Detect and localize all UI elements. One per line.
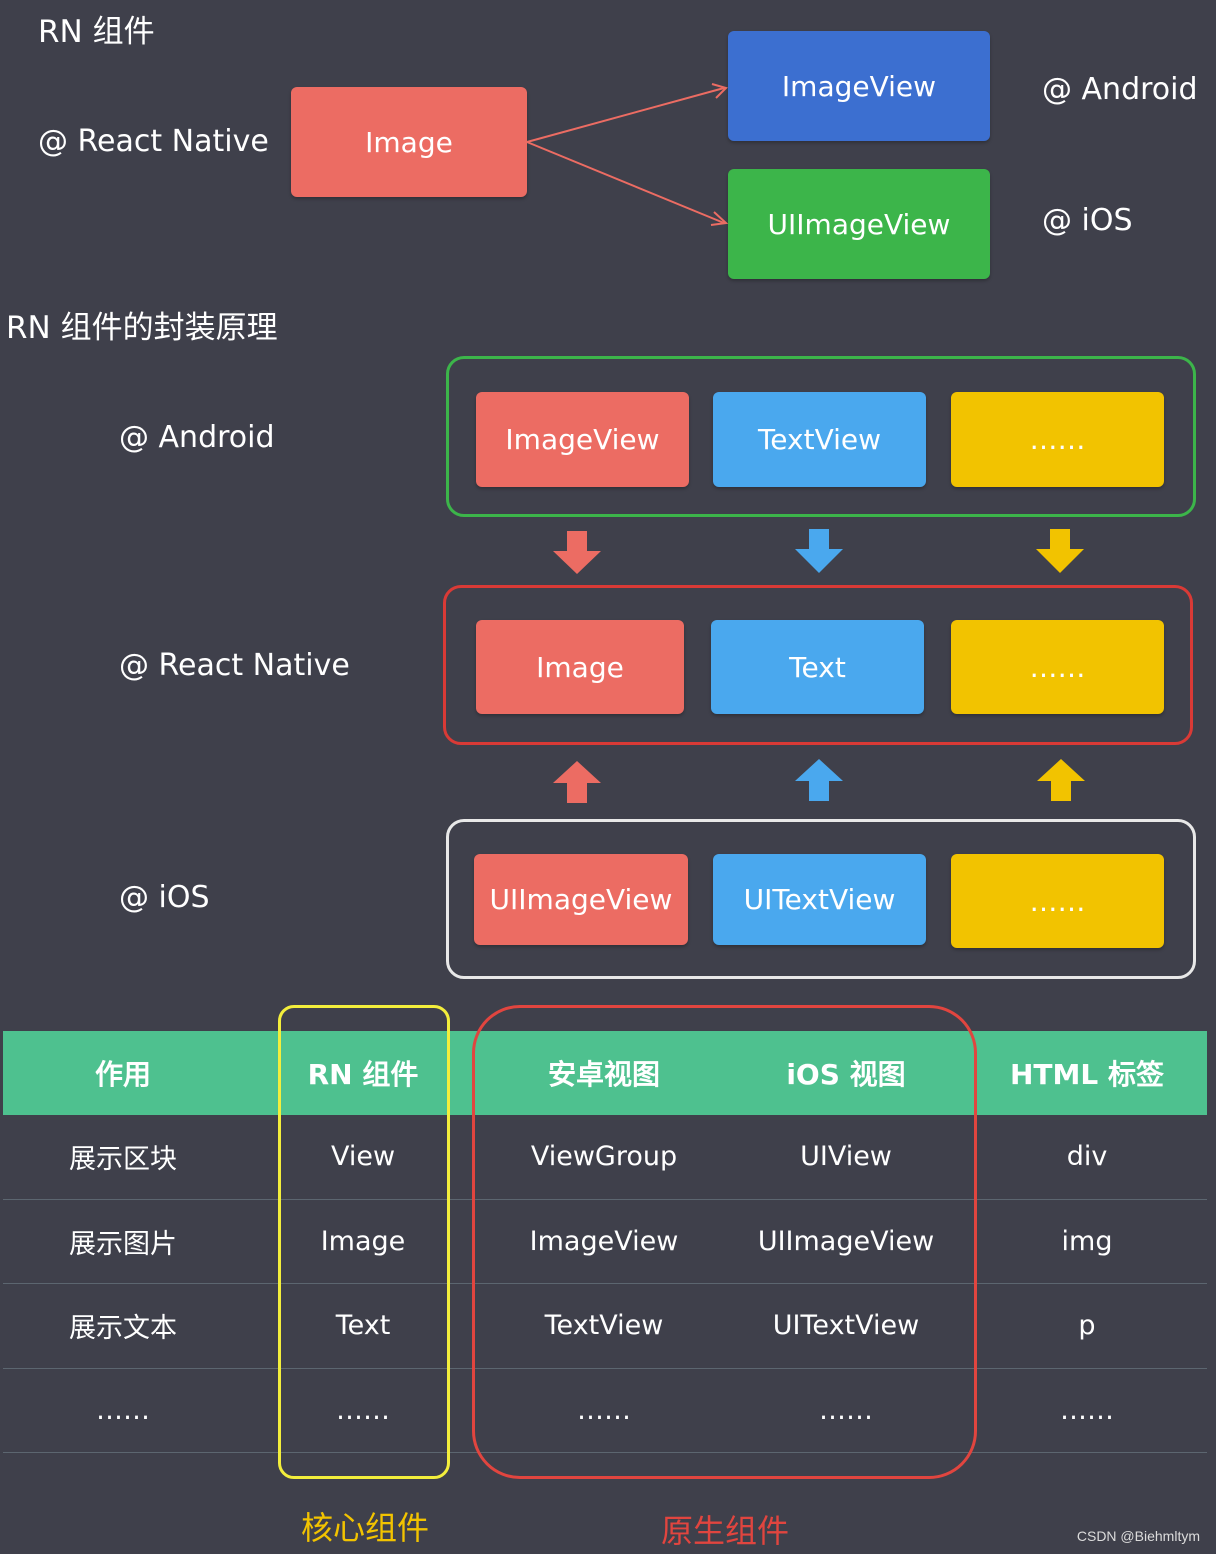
table-row: 展示图片 Image ImageView UIImageView img bbox=[3, 1200, 1207, 1284]
section1-android-label: @ Android bbox=[1042, 72, 1198, 107]
header-android-view: 安卓视图 bbox=[547, 1058, 660, 1091]
section1-ios-label: @ iOS bbox=[1042, 203, 1133, 238]
ios-more: …… bbox=[951, 854, 1164, 948]
table-cell: div bbox=[1066, 1141, 1108, 1173]
table-cell: p bbox=[1078, 1310, 1096, 1342]
section1-connector-arrows bbox=[526, 83, 729, 226]
ios-uiimageview-box: UIImageView bbox=[728, 169, 990, 279]
header-rn-component: RN 组件 bbox=[307, 1058, 419, 1091]
rn-image: Image bbox=[476, 620, 684, 714]
table-cell: Image bbox=[320, 1225, 406, 1257]
down-arrow-more bbox=[1036, 529, 1084, 573]
table-cell: TextView bbox=[544, 1310, 664, 1342]
arrow-to-ios bbox=[526, 141, 725, 224]
section1-rn-label: @ React Native bbox=[38, 124, 269, 159]
table-cell: UITextView bbox=[772, 1310, 920, 1342]
watermark: CSDN @Biehmltym bbox=[1076, 1528, 1200, 1544]
up-arrow-text bbox=[795, 759, 843, 801]
section2-ios-label: @ iOS bbox=[119, 880, 210, 915]
table-header-row: 作用 RN 组件 安卓视图 iOS 视图 HTML 标签 bbox=[3, 1031, 1207, 1115]
rn-more: …… bbox=[951, 620, 1164, 714]
table-cell: img bbox=[1061, 1225, 1113, 1257]
down-arrow-text bbox=[795, 529, 843, 573]
section2-rn-label: @ React Native bbox=[119, 648, 350, 683]
table-cell: 展示图片 bbox=[69, 1228, 177, 1260]
table-cell: …… bbox=[96, 1394, 150, 1426]
mapping-arrows bbox=[553, 529, 1085, 803]
ios-group-frame bbox=[446, 819, 1196, 979]
android-more: …… bbox=[951, 392, 1164, 487]
arrow-to-android bbox=[526, 87, 725, 143]
table-row: …… …… …… …… …… bbox=[3, 1369, 1207, 1453]
table-cell: …… bbox=[819, 1394, 873, 1426]
section1-title: RN 组件 bbox=[38, 14, 155, 50]
image-component-box: Image bbox=[291, 87, 527, 197]
ios-uiimageview: UIImageView bbox=[474, 854, 688, 945]
section2-title: RN 组件的封装原理 bbox=[6, 310, 278, 346]
table-cell: UIView bbox=[800, 1141, 892, 1173]
table-cell: UIImageView bbox=[757, 1225, 935, 1257]
core-components-highlight bbox=[278, 1005, 450, 1479]
table-cell: …… bbox=[336, 1394, 390, 1426]
android-imageview-box: ImageView bbox=[728, 31, 990, 141]
up-arrow-more bbox=[1037, 759, 1085, 801]
table-cell: ViewGroup bbox=[530, 1141, 678, 1173]
table-cell: 展示区块 bbox=[69, 1144, 177, 1176]
ios-uitextview: UITextView bbox=[713, 854, 926, 945]
component-mapping-table: 作用 RN 组件 安卓视图 iOS 视图 HTML 标签 展示区块 View V… bbox=[3, 1031, 1207, 1453]
core-components-caption: 核心组件 bbox=[301, 1509, 430, 1547]
table-cell: …… bbox=[1060, 1394, 1114, 1426]
android-textview: TextView bbox=[713, 392, 926, 487]
native-components-caption: 原生组件 bbox=[661, 1512, 790, 1550]
rn-group-frame bbox=[443, 585, 1193, 745]
table-cell: View bbox=[330, 1141, 396, 1173]
table-cell: 展示文本 bbox=[69, 1313, 177, 1345]
table-row: 展示文本 Text TextView UITextView p bbox=[3, 1284, 1207, 1369]
up-arrow-image bbox=[553, 761, 601, 803]
table-cell: …… bbox=[577, 1394, 631, 1426]
table-row: 展示区块 View ViewGroup UIView div bbox=[3, 1115, 1207, 1200]
header-purpose: 作用 bbox=[94, 1058, 151, 1091]
table-cell: Text bbox=[335, 1310, 391, 1342]
android-group-frame bbox=[446, 356, 1196, 517]
header-html-tag: HTML 标签 bbox=[1010, 1058, 1164, 1091]
native-components-highlight bbox=[472, 1005, 977, 1479]
table-cell: ImageView bbox=[529, 1225, 679, 1257]
android-imageview: ImageView bbox=[476, 392, 689, 487]
section2-android-label: @ Android bbox=[119, 420, 275, 455]
header-ios-view: iOS 视图 bbox=[786, 1058, 906, 1091]
rn-text: Text bbox=[711, 620, 924, 714]
down-arrow-image bbox=[553, 531, 601, 574]
